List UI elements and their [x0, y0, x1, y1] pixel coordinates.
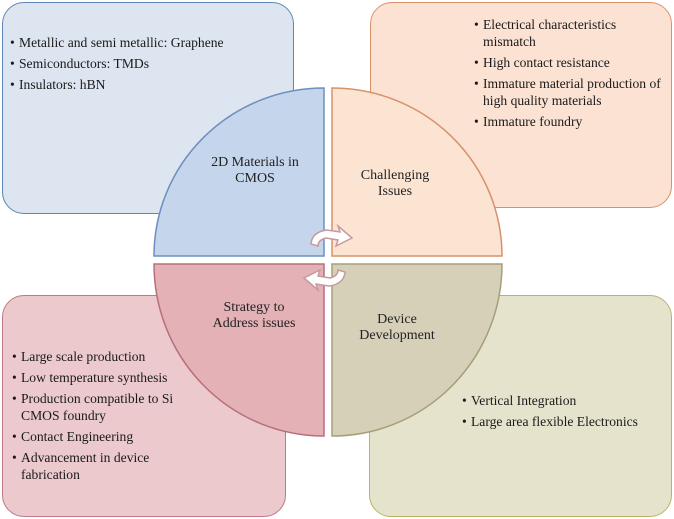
list-item: Semiconductors: TMDs [10, 55, 224, 72]
list-item: Large scale production [12, 348, 208, 365]
list-item: Production compatible to Si CMOS foundry [12, 390, 208, 424]
cycle-arrows-icon [302, 223, 354, 293]
quadrant-label-development: Device Development [359, 312, 435, 343]
materials-list: Metallic and semi metallic: Graphene Sem… [10, 34, 224, 97]
list-item: Electrical characteristics mismatch [474, 16, 664, 50]
list-item: Immature material production of high qua… [474, 75, 664, 109]
list-item: Large area flexible Electronics [462, 413, 652, 430]
list-item: Low temperature synthesis [12, 369, 208, 386]
list-item: High contact resistance [474, 54, 664, 71]
quadrant-label-strategy: Strategy to Address issues [212, 300, 296, 331]
list-item: Contact Engineering [12, 428, 208, 445]
quadrant-top-left [153, 87, 325, 257]
list-item: Immature foundry [474, 113, 664, 130]
strategy-list: Large scale production Low temperature s… [12, 348, 208, 487]
quadrant-bottom-left [153, 263, 325, 437]
development-list: Vertical Integration Large area flexible… [462, 392, 652, 434]
list-item: Metallic and semi metallic: Graphene [10, 34, 224, 51]
list-item: Advancement in device fabrication [12, 449, 208, 483]
list-item: Insulators: hBN [10, 76, 224, 93]
quadrant-bottom-right [331, 263, 503, 437]
quadrant-label-materials: 2D Materials in CMOS [211, 155, 299, 186]
issues-list: Electrical characteristics mismatch High… [474, 16, 664, 134]
list-item: Vertical Integration [462, 392, 652, 409]
quadrant-top-right [331, 87, 503, 257]
quadrant-label-issues: Challenging Issues [360, 168, 430, 199]
